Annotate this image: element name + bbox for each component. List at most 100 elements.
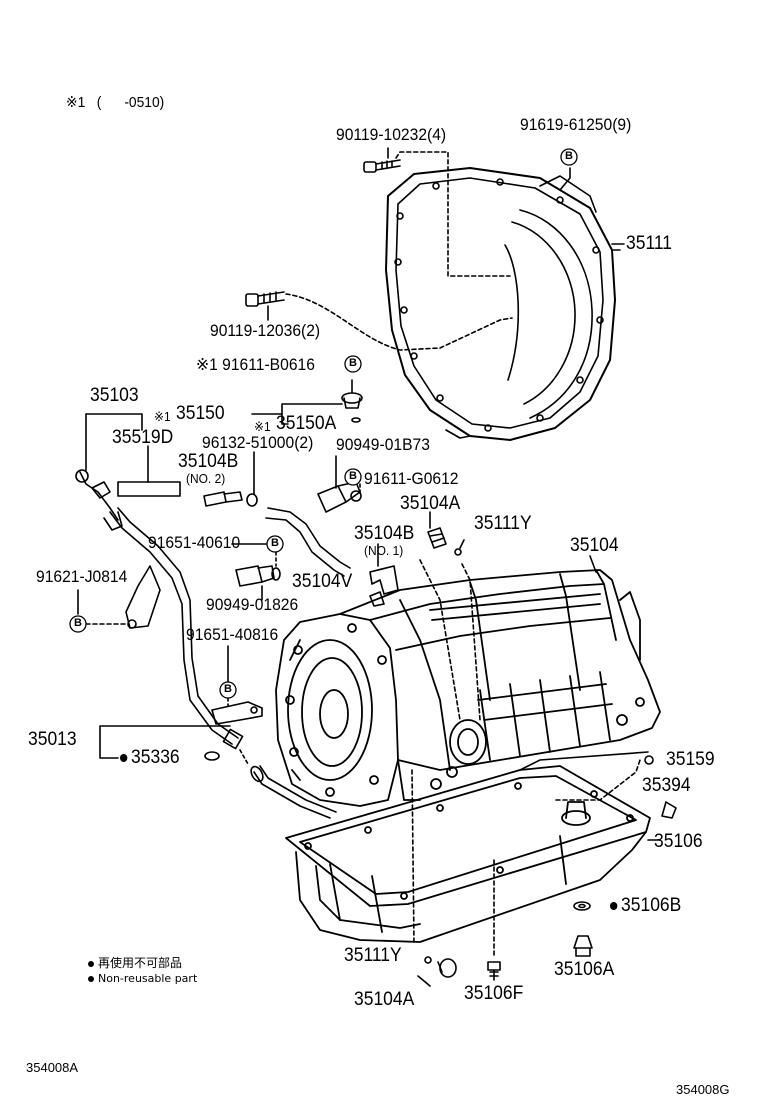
part-label-90119-12036: 90119-12036(2) <box>210 321 321 340</box>
part-label-35111Y-bottom: 35111Y <box>344 945 402 966</box>
bracket-91651-40816 <box>211 701 263 725</box>
badge-letter: B <box>224 683 232 695</box>
leader-dashed <box>461 563 481 721</box>
part-label-35103: 35103 <box>90 385 139 406</box>
note-mark-35150A: ※1 <box>254 419 271 434</box>
part-label-35104A-bottom: 35104A <box>354 989 415 1010</box>
legend-en: Non-reusable part <box>88 972 197 986</box>
non-reusable-dot <box>610 901 618 910</box>
gasket-35111Y-bottom <box>424 956 432 964</box>
part-label-35519D: 35519D <box>112 427 174 448</box>
plug-35104A-bottom <box>437 958 457 978</box>
part-label-91621-J0814: 91621-J0814 <box>36 567 128 586</box>
part-label-35106A: 35106A <box>554 959 615 980</box>
union-35104B-no2 <box>203 491 258 507</box>
legend-jp: 再使用不可部品 <box>88 956 182 970</box>
part-label-35104A-top: 35104A <box>400 493 461 514</box>
part-label-35104V: 35104V <box>292 571 353 592</box>
part-label-35106: 35106 <box>654 831 703 852</box>
fitting-35104A <box>427 527 447 549</box>
leader <box>459 539 465 549</box>
part-label-35159: 35159 <box>666 749 715 770</box>
part-label-90949-01B73: 90949-01B73 <box>336 435 430 454</box>
badge-letter: B <box>349 470 357 482</box>
part-label-35336: 35336 <box>120 748 180 767</box>
leader <box>519 751 649 771</box>
oil-pan-35106 <box>285 765 651 943</box>
part-label-90949-01826: 90949-01826 <box>206 595 299 614</box>
hose-clamp-90949-01B73 <box>317 481 362 513</box>
part-label-90119-10232: 90119-10232(4) <box>336 125 447 144</box>
badge-91651-40816 <box>219 681 237 699</box>
part-label-35111Y-top: 35111Y <box>474 513 532 534</box>
gasket-hole <box>578 903 586 909</box>
part-label-no1: (NO. 1) <box>364 543 404 558</box>
leader <box>99 725 231 759</box>
legend-dot <box>88 960 94 967</box>
badge-letter: B <box>271 537 279 549</box>
leader <box>589 555 597 573</box>
dipstick-35103 <box>75 469 119 521</box>
part-label-35394: 35394 <box>642 775 691 796</box>
leader-dashed <box>555 759 641 801</box>
badge-letter: B <box>74 617 82 629</box>
gasket-35106B <box>573 901 591 911</box>
o-ring-35336 <box>204 751 220 761</box>
part-label-91611-G0612: 91611-G0612 <box>364 469 459 488</box>
applicability-note: ※1 ( -0510) <box>66 94 165 111</box>
leader-dashed <box>419 559 461 721</box>
bolt-90119-12036 <box>245 291 285 307</box>
legend-dot <box>88 976 94 982</box>
diagram-code-right: 354008G <box>676 1082 730 1097</box>
part-label-91651-40610: 91651-40610 <box>148 533 241 552</box>
tube-bracket <box>125 565 161 629</box>
part-label-35150: 35150 <box>176 403 225 424</box>
gasket-35111Y <box>454 548 462 556</box>
badge-91621-J0814 <box>69 615 87 633</box>
leader-dashed <box>285 293 513 351</box>
non-reusable-dot <box>120 753 128 762</box>
part-label-91651-40816: 91651-40816 <box>186 625 279 644</box>
badge-91619-61250 <box>560 148 578 166</box>
part-label-35150A: 35150A <box>276 413 337 434</box>
leader <box>281 413 289 425</box>
part-number-35106B: 35106B <box>621 895 682 916</box>
oil-filler-tube-35013 <box>103 507 337 819</box>
note-mark-35150: ※1 <box>154 409 171 424</box>
part-label-35106F: 35106F <box>464 983 524 1004</box>
badge-letter: B <box>349 357 357 369</box>
part-label-35111: 35111 <box>626 233 673 254</box>
hose <box>265 507 351 577</box>
drain-plug-35106A <box>573 935 593 957</box>
badge-91611-B0616 <box>344 355 362 373</box>
badge-91611-G0612 <box>344 468 362 486</box>
badge-91651-40610 <box>266 535 284 553</box>
legend-jp-text: 再使用不可部品 <box>98 956 183 970</box>
bolt-35106F <box>487 961 501 981</box>
part-label-35104: 35104 <box>570 535 619 556</box>
leader <box>251 403 343 415</box>
leader-dashed <box>239 749 249 765</box>
leader-dashed <box>395 151 511 277</box>
part-label-35013: 35013 <box>28 729 77 750</box>
diagram-code-left: 354008A <box>26 1060 79 1075</box>
part-35394 <box>661 801 677 819</box>
union-35104B-no1 <box>369 565 399 607</box>
leader <box>559 167 571 191</box>
leader <box>417 975 431 987</box>
part-label-35104B-no1: 35104B <box>354 523 415 544</box>
part-number-35336: 35336 <box>131 747 180 768</box>
bolt-90119-10232 <box>363 159 401 173</box>
converter-housing <box>385 167 621 441</box>
part-label-35106B: 35106B <box>610 896 681 915</box>
breather-plug-35150 <box>341 392 363 423</box>
part-label-91611-B0616: ※1 91611-B0616 <box>196 355 315 374</box>
legend-en-text: Non-reusable part <box>98 972 198 985</box>
part-label-96132-51000: 96132-51000(2) <box>202 433 314 452</box>
ball-35159 <box>644 755 654 765</box>
leader <box>85 413 143 431</box>
leader-dashed <box>411 769 415 945</box>
